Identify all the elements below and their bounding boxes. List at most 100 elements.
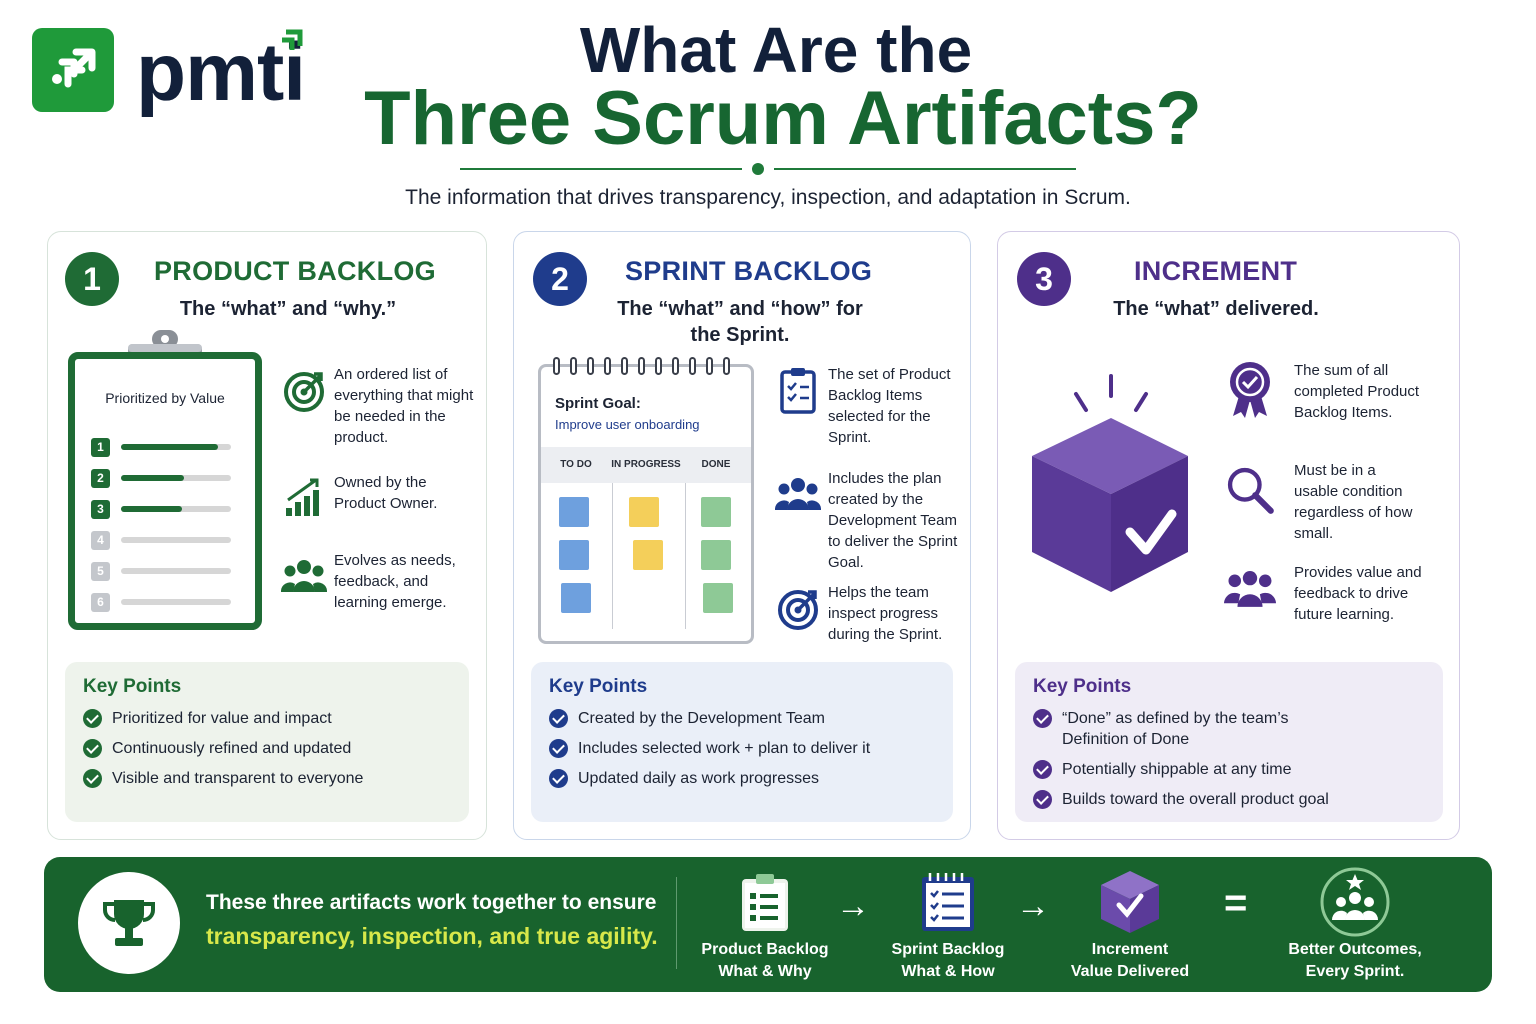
sprint-goal-value: Improve user onboarding: [555, 417, 700, 432]
prioritized-backlog-clipboard: Prioritized by Value 1 2 3 4 5 6: [68, 352, 262, 630]
flow-step-better-outcomes: Better Outcomes, Every Sprint.: [1280, 865, 1430, 983]
feature-item: Provides value and feedback to drive fut…: [1224, 562, 1454, 625]
backlog-row: 3: [91, 499, 231, 519]
card-subtitle: The “what” and “why.”: [179, 298, 397, 320]
sticky-note: [629, 497, 659, 527]
arrow-right-icon: →: [1016, 887, 1050, 925]
clipboard-heading: Prioritized by Value: [105, 390, 225, 406]
sticky-note: [559, 497, 589, 527]
trophy-icon: [78, 872, 180, 974]
banner-line2: transparency, inspection, and true agili…: [206, 923, 658, 949]
feature-text: Provides value and feedback to drive fut…: [1294, 564, 1422, 623]
feature-text: Must be in a usable condition regardless…: [1294, 462, 1413, 542]
card-sprint-backlog: 2 SPRINT BACKLOG The “what” and “how” fo…: [513, 231, 971, 840]
arrow-right-icon: →: [836, 887, 870, 925]
growth-chart-icon: [278, 472, 330, 524]
feature-text: Owned by the Product Owner.: [334, 474, 438, 512]
feature-item: The set of Product Backlog Items selecte…: [772, 364, 968, 448]
key-point: “Done” as defined by the team’s Definiti…: [1033, 708, 1425, 750]
feature-item: Owned by the Product Owner.: [278, 472, 478, 524]
key-points-title: Key Points: [549, 676, 648, 697]
backlog-row: 4: [91, 530, 231, 550]
check-circle-icon: [1033, 760, 1052, 779]
card-title: INCREMENT: [1134, 256, 1298, 286]
check-circle-icon: [1033, 709, 1052, 728]
notebook-icon: [873, 865, 1023, 939]
card-subtitle: The “what” and “how” for the Sprint.: [617, 298, 863, 346]
team-star-icon: [1280, 865, 1430, 939]
check-circle-icon: [549, 739, 568, 758]
cube-check-icon: [1032, 374, 1188, 592]
target-icon: [772, 582, 824, 634]
magnifier-icon: [1224, 460, 1276, 520]
check-circle-icon: [1033, 790, 1052, 809]
flow-sublabel: What & Why: [718, 963, 812, 980]
key-points-panel: Key Points Created by the Development Te…: [531, 662, 953, 822]
title-divider: [460, 162, 1076, 176]
key-point: Potentially shippable at any time: [1033, 759, 1425, 780]
logo-arrow-icon: [282, 29, 303, 50]
check-circle-icon: [549, 709, 568, 728]
feature-item: The sum of all completed Product Backlog…: [1224, 360, 1454, 423]
key-point: Includes selected work + plan to deliver…: [549, 738, 935, 759]
flow-label: Sprint Backlog: [891, 941, 1005, 958]
page-subtitle: The information that drives transparency…: [405, 186, 1131, 209]
key-points-title: Key Points: [1033, 676, 1132, 697]
feature-item: Must be in a usable condition regardless…: [1224, 460, 1454, 544]
card-product-backlog: 1 PRODUCT BACKLOG The “what” and “why.” …: [47, 231, 487, 840]
feature-item: An ordered list of everything that might…: [278, 364, 478, 448]
team-icon: [278, 550, 330, 602]
backlog-row: 1: [91, 437, 231, 457]
team-icon: [772, 468, 824, 520]
card-number: 3: [1017, 252, 1071, 306]
check-circle-icon: [83, 709, 102, 728]
card-title: PRODUCT BACKLOG: [154, 256, 436, 286]
flow-step-increment: Increment Value Delivered: [1055, 865, 1205, 983]
key-point: Continuously refined and updated: [83, 738, 451, 759]
feature-item: Helps the team inspect progress during t…: [772, 582, 968, 645]
key-point: Builds toward the overall product goal: [1033, 789, 1425, 810]
feature-text: The sum of all completed Product Backlog…: [1294, 362, 1420, 421]
flow-label: Increment: [1091, 941, 1169, 958]
sticky-note: [701, 497, 731, 527]
board-columns: TO DO IN PROGRESS DONE: [541, 447, 751, 483]
check-circle-icon: [549, 769, 568, 788]
flow-label: Product Backlog: [701, 941, 829, 958]
logo-wordmark: pmti: [136, 27, 306, 118]
key-point: Visible and transparent to everyone: [83, 768, 451, 789]
check-circle-icon: [83, 739, 102, 758]
flow-sublabel: Every Sprint.: [1305, 963, 1405, 980]
sprint-board-notebook: Sprint Goal: Improve user onboarding TO …: [538, 357, 754, 644]
flow-sublabel: What & How: [901, 963, 995, 980]
card-number: 2: [533, 252, 587, 306]
key-point: Updated daily as work progresses: [549, 768, 935, 789]
feature-text: Includes the plan created by the Develop…: [828, 470, 958, 571]
card-subtitle: The “what” delivered.: [1113, 298, 1319, 320]
sticky-note: [703, 583, 733, 613]
backlog-row: 2: [91, 468, 231, 488]
card-number: 1: [65, 252, 119, 306]
column-todo: TO DO: [560, 459, 592, 470]
page-title-line1: What Are the: [579, 14, 973, 86]
backlog-row: 6: [91, 592, 231, 612]
feature-text: An ordered list of everything that might…: [334, 366, 474, 446]
key-point: Created by the Development Team: [549, 708, 935, 729]
sticky-note: [633, 540, 663, 570]
sticky-note: [559, 540, 589, 570]
key-points-panel: Key Points “Done” as defined by the team…: [1015, 662, 1443, 822]
cube-check-icon: [1055, 865, 1205, 939]
target-icon: [278, 364, 330, 416]
column-done: DONE: [701, 459, 731, 470]
feature-text: Helps the team inspect progress during t…: [828, 584, 943, 643]
flow-sublabel: Value Delivered: [1070, 963, 1190, 980]
banner-separator: [676, 877, 677, 969]
key-points-panel: Key Points Prioritized for value and imp…: [65, 662, 469, 822]
card-increment: 3 INCREMENT The “what” delivered. The su…: [997, 231, 1460, 840]
sticky-note: [561, 583, 591, 613]
check-circle-icon: [83, 769, 102, 788]
backlog-row: 5: [91, 561, 231, 581]
notebook-rings: [553, 357, 730, 375]
banner-line1: These three artifacts work together to e…: [206, 891, 657, 914]
checklist-icon: [772, 364, 824, 416]
pmti-logo-mark: [32, 28, 114, 112]
